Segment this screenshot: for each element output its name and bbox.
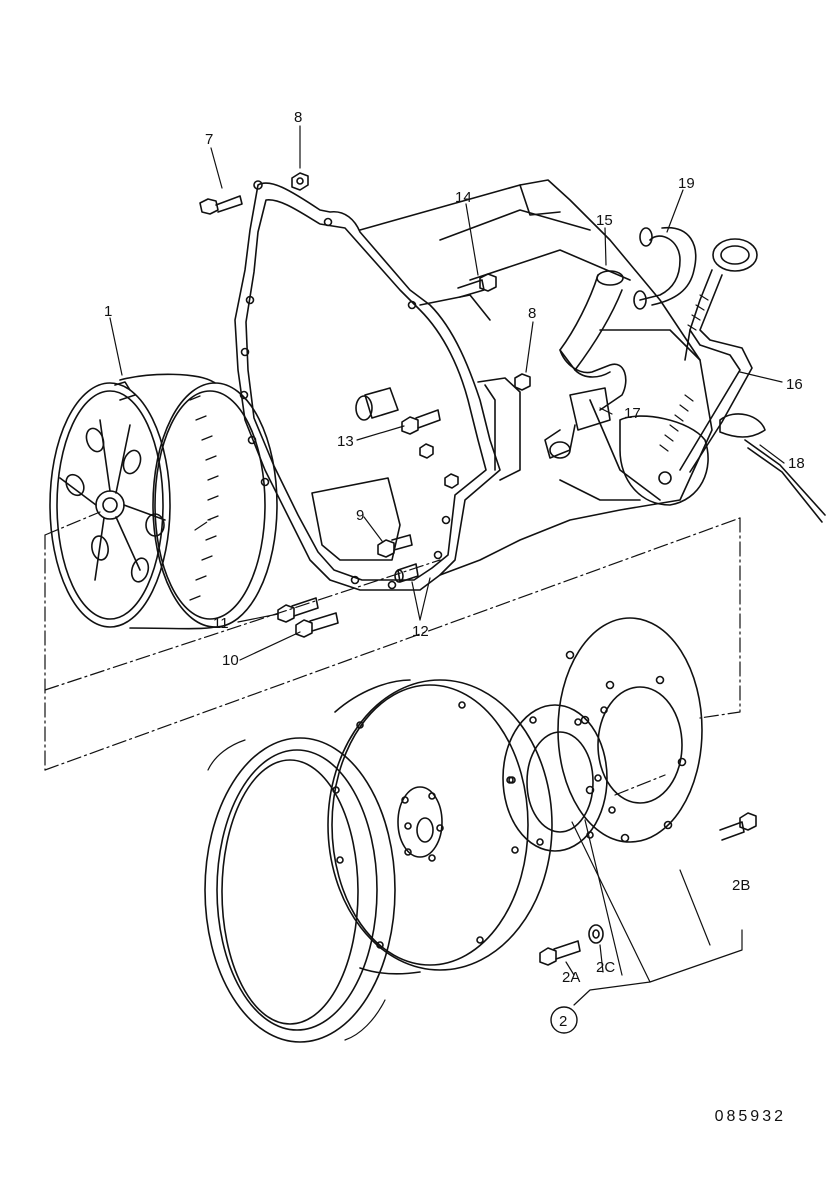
- callout-2A: 2A: [562, 969, 580, 986]
- callout-12: 12: [412, 623, 429, 640]
- bolt-7: [199, 195, 243, 215]
- flywheel: [327, 679, 553, 975]
- dipstick: [719, 413, 826, 523]
- callout-16: 16: [786, 376, 803, 393]
- bolt-10: [295, 612, 339, 638]
- nut-8-upper: [291, 172, 309, 191]
- callout-7: 7: [205, 131, 213, 148]
- callout-17: 17: [624, 405, 641, 422]
- callout-14: 14: [455, 189, 472, 206]
- callout-10: 10: [222, 652, 239, 669]
- spacer-ring: [502, 704, 608, 852]
- callout-11: 11: [213, 615, 229, 632]
- breather-hose: [633, 227, 697, 310]
- bolt-9: [377, 534, 413, 558]
- drawing-reference-number: 085932: [714, 1108, 786, 1125]
- callout-19: 19: [678, 175, 695, 192]
- callout-1: 1: [104, 303, 112, 320]
- bolt-13: [401, 409, 441, 435]
- callout-2-circle: 2: [550, 1006, 578, 1034]
- ring-gear: [204, 737, 396, 1043]
- callout-labels: 7 8 1 14 15 19 8 13 17 16 18 9 11 10 12 …: [104, 109, 805, 986]
- callout-13: 13: [337, 433, 354, 450]
- leader-lines: [109, 125, 785, 1006]
- bell-housing: [234, 180, 521, 591]
- torque-converter: [49, 373, 278, 630]
- nut-8-lower: [514, 373, 531, 391]
- callout-18: 18: [788, 455, 805, 472]
- washer-2C: [588, 924, 604, 944]
- dowel-12: [394, 563, 419, 583]
- adapter-plate: [557, 617, 703, 843]
- callout-2B: 2B: [732, 877, 750, 894]
- bolt-14: [457, 273, 497, 298]
- callout-15: 15: [596, 212, 613, 229]
- filler-tube: [544, 270, 627, 459]
- callout-8-lower: 8: [528, 305, 536, 322]
- callout-8-upper: 8: [294, 109, 302, 126]
- callout-9: 9: [356, 507, 364, 524]
- transmission-case: [359, 179, 713, 576]
- alignment-lines: [44, 511, 741, 796]
- dipstick-tube: [659, 238, 758, 473]
- callout-2: 2: [559, 1013, 567, 1030]
- bolt-2B: [719, 812, 757, 841]
- bolt-11: [277, 597, 319, 623]
- bolt-2A: [539, 940, 581, 966]
- callout-2C: 2C: [596, 959, 615, 976]
